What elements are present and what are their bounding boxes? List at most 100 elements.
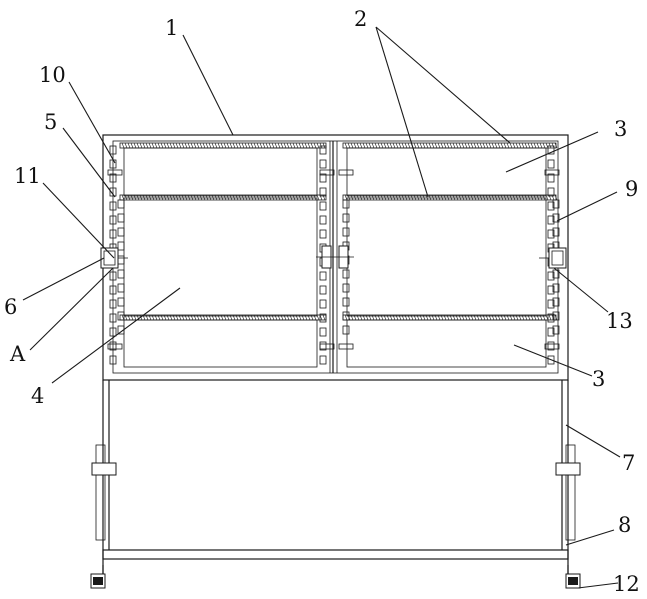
- rail-hatch: [543, 143, 545, 148]
- rail-hatch: [375, 143, 377, 148]
- label-2: 2: [354, 7, 367, 31]
- rail-hatch: [504, 143, 506, 148]
- hatched-rails: [120, 143, 557, 320]
- rail-hatch: [257, 143, 259, 148]
- rail-hatch: [248, 143, 250, 148]
- bracket-tab: [343, 214, 349, 222]
- rail-hatch: [299, 143, 301, 148]
- rail-hatch: [203, 143, 205, 148]
- label-3-upper: 3: [614, 117, 627, 141]
- rail-hatch: [351, 143, 353, 148]
- hinge-plate: [545, 344, 559, 349]
- label-6: 6: [4, 295, 17, 319]
- rail-hatch: [537, 143, 539, 148]
- bracket-tab: [320, 160, 326, 168]
- hinge-plate: [339, 170, 353, 175]
- rail-hatch: [260, 143, 262, 148]
- rail-hatch: [405, 143, 407, 148]
- bracket-tab: [548, 160, 554, 168]
- rail-hatch: [191, 143, 193, 148]
- bracket-tab: [320, 300, 326, 308]
- drawer-panels: [124, 148, 546, 367]
- rail-hatch: [218, 143, 220, 148]
- rail-hatch: [396, 143, 398, 148]
- rail-hatch: [423, 143, 425, 148]
- cabinet-frame: [103, 135, 568, 380]
- rail-hatch: [501, 143, 503, 148]
- rail-hatch: [251, 143, 253, 148]
- rail-hatch: [200, 143, 202, 148]
- rail-hatch: [417, 143, 419, 148]
- rail-hatch: [372, 143, 374, 148]
- label-13: 13: [606, 309, 633, 333]
- rail-hatch: [311, 143, 313, 148]
- rail-hatch: [444, 143, 446, 148]
- bracket-tab: [118, 214, 124, 222]
- rail-hatch: [549, 315, 551, 320]
- hinge-plate: [339, 344, 353, 349]
- rail-hatch: [399, 143, 401, 148]
- bracket-tab: [343, 298, 349, 306]
- rail-hatch: [420, 143, 422, 148]
- rail-1: [343, 143, 556, 148]
- rail-hatch: [155, 143, 157, 148]
- bracket-tab: [343, 200, 349, 208]
- rail-hatch: [381, 143, 383, 148]
- bracket-tab: [343, 228, 349, 236]
- rail-hatch: [176, 143, 178, 148]
- bracket-tab: [343, 326, 349, 334]
- label-7: 7: [622, 451, 635, 475]
- rail-hatch: [540, 143, 542, 148]
- rail-hatch: [122, 143, 124, 148]
- rail-hatch: [125, 143, 127, 148]
- lower-stand: [91, 380, 580, 588]
- bracket-tab: [320, 216, 326, 224]
- rail-hatch: [275, 143, 277, 148]
- bracket-tab: [320, 146, 326, 154]
- rail-hatch: [495, 143, 497, 148]
- rail-hatch: [254, 143, 256, 148]
- rail-hatch: [534, 143, 536, 148]
- rail-hatch: [197, 143, 199, 148]
- rail-hatch: [408, 143, 410, 148]
- bracket-tab: [320, 202, 326, 210]
- bracket-tab: [343, 270, 349, 278]
- rail-hatch: [384, 143, 386, 148]
- rail-hatch: [323, 143, 325, 148]
- rail-hatch: [429, 143, 431, 148]
- label-12: 12: [613, 572, 640, 596]
- hinge-plate: [320, 344, 334, 349]
- rail-hatch: [345, 143, 347, 148]
- bracket-tab: [118, 284, 124, 292]
- rail-hatch: [519, 143, 521, 148]
- rail-hatch: [131, 143, 133, 148]
- rail-hatch: [263, 143, 265, 148]
- rail-hatch: [245, 143, 247, 148]
- bracket-tab: [320, 328, 326, 336]
- rail-hatch: [378, 143, 380, 148]
- rail-hatch: [435, 143, 437, 148]
- rail-hatch: [272, 143, 274, 148]
- rail-hatch: [471, 143, 473, 148]
- rail-hatch: [465, 143, 467, 148]
- rail-hatch: [215, 143, 217, 148]
- rail-hatch: [167, 143, 169, 148]
- bracket-tab: [118, 312, 124, 320]
- part-labels: 1 2 3 3 4 5 6 7 8 9 10 11 12 13 A: [4, 7, 640, 596]
- rail-hatch: [278, 143, 280, 148]
- bracket-tab: [118, 242, 124, 250]
- rail-hatch: [164, 143, 166, 148]
- rail-hatch: [179, 143, 181, 148]
- rail-hatch: [453, 143, 455, 148]
- label-A: A: [9, 342, 26, 366]
- rail-hatch: [516, 143, 518, 148]
- rail-hatch: [281, 143, 283, 148]
- bracket-tab: [320, 230, 326, 238]
- rail-hatch: [483, 143, 485, 148]
- bracket-tab: [118, 200, 124, 208]
- rail-hatch: [522, 143, 524, 148]
- rail-hatch: [354, 143, 356, 148]
- rail-hatch: [489, 143, 491, 148]
- rail-hatch: [363, 143, 365, 148]
